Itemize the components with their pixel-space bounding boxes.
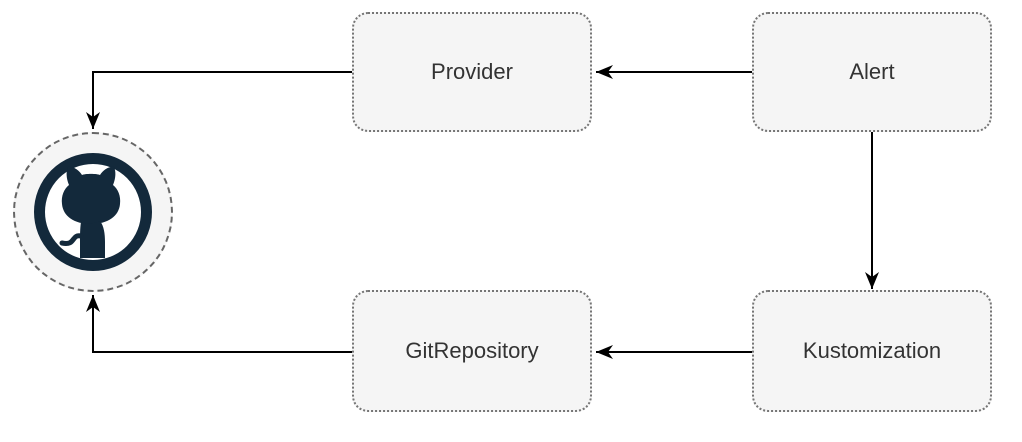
node-kustomization-label: Kustomization <box>802 338 942 363</box>
arrow-provider-to-github <box>86 71 352 129</box>
node-kustomization: Kustomization <box>752 290 992 412</box>
node-alert-label: Alert <box>849 59 895 84</box>
node-alert: Alert <box>752 12 992 132</box>
arrow-gitrepository-to-github <box>86 295 352 353</box>
node-provider-label: Provider <box>431 59 513 84</box>
github-icon <box>34 153 152 271</box>
node-provider: Provider <box>352 12 592 132</box>
node-gitrepository-label: GitRepository <box>405 338 539 363</box>
node-github <box>13 132 173 292</box>
node-gitrepository: GitRepository <box>352 290 592 412</box>
